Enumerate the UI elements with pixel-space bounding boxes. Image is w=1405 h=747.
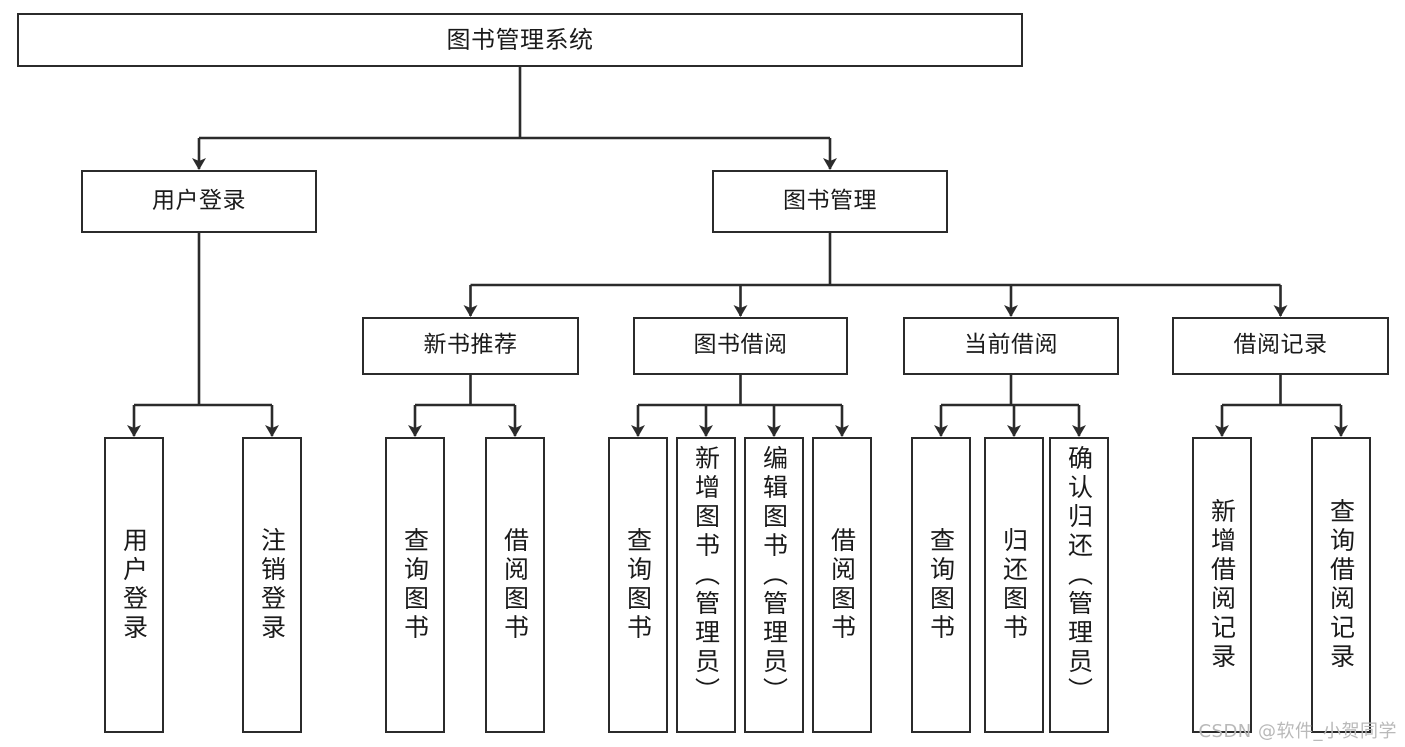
node-leaf-borrow-book-2[interactable]: 借阅图书 xyxy=(812,437,872,733)
node-label: 新增图书（管理员） xyxy=(691,445,721,706)
node-book-borrow[interactable]: 图书借阅 xyxy=(633,317,848,375)
node-book-manage[interactable]: 图书管理 xyxy=(712,170,948,233)
node-new-book-rec[interactable]: 新书推荐 xyxy=(362,317,579,375)
node-user-login[interactable]: 用户登录 xyxy=(81,170,317,233)
node-label: 用户登录 xyxy=(119,527,149,643)
watermark-text: CSDN @软件_小贺同学 xyxy=(1198,721,1397,742)
node-leaf-user-login[interactable]: 用户登录 xyxy=(104,437,164,733)
node-label: 借阅图书 xyxy=(500,527,530,643)
node-label: 借阅记录 xyxy=(1233,332,1328,359)
node-leaf-add-book[interactable]: 新增图书（管理员） xyxy=(676,437,736,733)
node-label: 图书管理 xyxy=(783,187,877,214)
node-leaf-edit-book[interactable]: 编辑图书（管理员） xyxy=(744,437,804,733)
node-label: 查询借阅记录 xyxy=(1326,498,1356,672)
node-label: 新增借阅记录 xyxy=(1207,498,1237,672)
node-label: 查询图书 xyxy=(623,527,653,643)
node-label: 新书推荐 xyxy=(423,332,518,359)
node-root[interactable]: 图书管理系统 xyxy=(17,13,1023,67)
node-label: 借阅图书 xyxy=(827,527,857,643)
node-label: 归还图书 xyxy=(999,527,1029,643)
node-leaf-confirm-return[interactable]: 确认归还（管理员） xyxy=(1049,437,1109,733)
node-leaf-query-record[interactable]: 查询借阅记录 xyxy=(1311,437,1371,733)
node-label: 查询图书 xyxy=(926,527,956,643)
node-leaf-borrow-book-1[interactable]: 借阅图书 xyxy=(485,437,545,733)
node-borrow-record[interactable]: 借阅记录 xyxy=(1172,317,1389,375)
node-current-borrow[interactable]: 当前借阅 xyxy=(903,317,1119,375)
node-leaf-logout[interactable]: 注销登录 xyxy=(242,437,302,733)
node-label: 注销登录 xyxy=(257,527,287,643)
node-leaf-query-book-2[interactable]: 查询图书 xyxy=(608,437,668,733)
node-label: 编辑图书（管理员） xyxy=(759,445,789,706)
node-label: 当前借阅 xyxy=(964,332,1058,359)
node-label: 图书借阅 xyxy=(693,332,788,359)
node-leaf-query-book-3[interactable]: 查询图书 xyxy=(911,437,971,733)
node-leaf-query-book-1[interactable]: 查询图书 xyxy=(385,437,445,733)
node-label: 图书管理系统 xyxy=(446,25,594,54)
node-label: 确认归还（管理员） xyxy=(1064,445,1094,706)
node-label: 用户登录 xyxy=(152,187,246,214)
node-leaf-return-book[interactable]: 归还图书 xyxy=(984,437,1044,733)
node-leaf-add-record[interactable]: 新增借阅记录 xyxy=(1192,437,1252,733)
node-label: 查询图书 xyxy=(400,527,430,643)
